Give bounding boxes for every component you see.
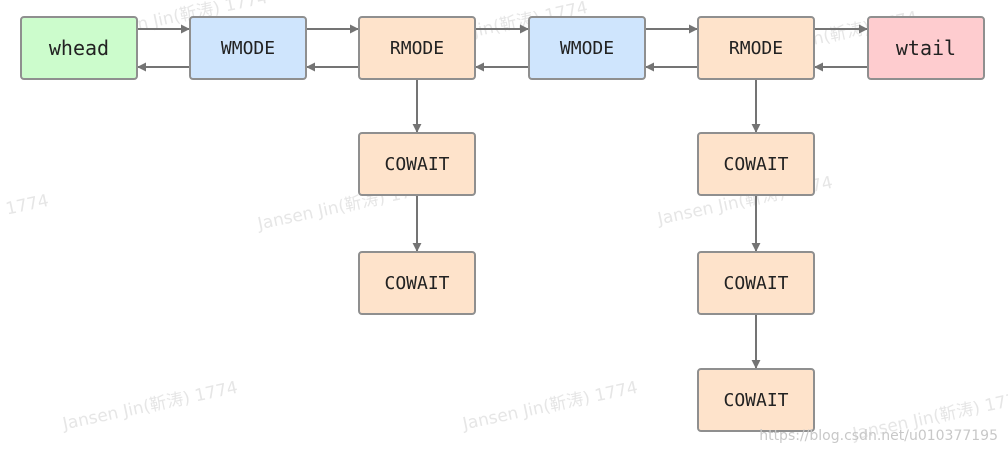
source-url-caption: https://blog.csdn.net/u010377195: [759, 428, 998, 444]
node-c23: COWAIT: [697, 368, 815, 432]
node-c12: COWAIT: [358, 251, 476, 315]
node-w2: WMODE: [528, 16, 646, 80]
node-w1: WMODE: [189, 16, 307, 80]
node-c11: COWAIT: [358, 132, 476, 196]
node-whead: whead: [20, 16, 138, 80]
node-c22: COWAIT: [697, 251, 815, 315]
node-wtail: wtail: [867, 16, 985, 80]
node-r1: RMODE: [358, 16, 476, 80]
node-r2: RMODE: [697, 16, 815, 80]
node-c21: COWAIT: [697, 132, 815, 196]
